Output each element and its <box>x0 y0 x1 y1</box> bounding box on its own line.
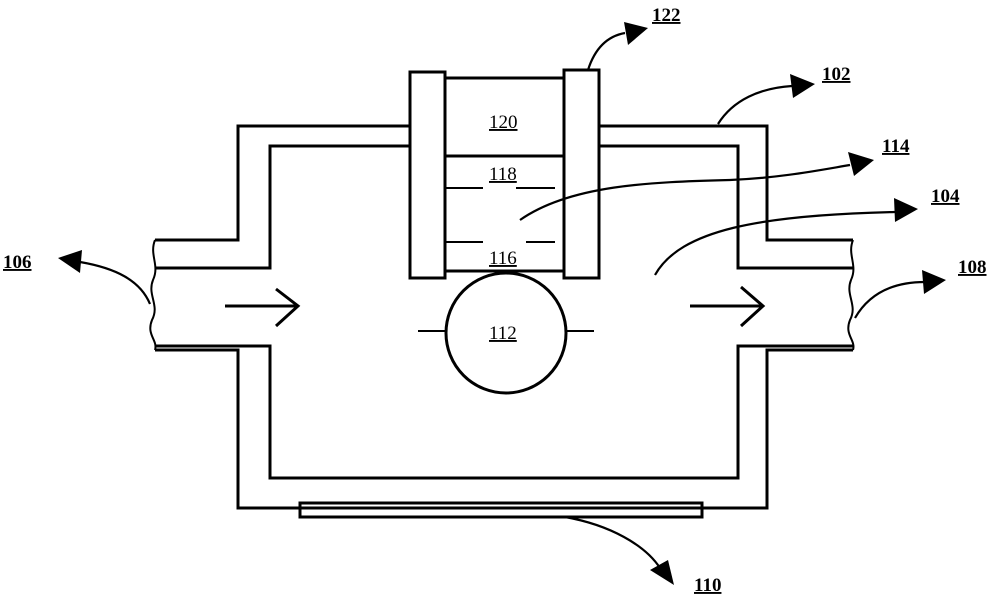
bottom-element-110 <box>298 501 704 519</box>
label-104: 104 <box>931 186 960 207</box>
arrowhead-104 <box>894 198 918 222</box>
housing-outer-wall <box>155 124 853 510</box>
flow-arrow-outlet <box>690 285 766 328</box>
label-106: 106 <box>3 252 32 273</box>
label-102: 102 <box>822 64 851 85</box>
flow-arrow-inlet <box>225 287 301 328</box>
leader-122 <box>586 31 626 71</box>
label-118: 118 <box>489 164 517 185</box>
leader-102 <box>717 84 793 125</box>
label-114: 114 <box>882 136 910 157</box>
arrowhead-106 <box>58 250 82 273</box>
leader-106 <box>79 260 152 305</box>
leader-114 <box>519 163 851 221</box>
label-108: 108 <box>958 257 987 278</box>
leader-108 <box>854 280 926 319</box>
left-plate <box>408 70 447 280</box>
arrowhead-114 <box>848 152 874 176</box>
label-112: 112 <box>489 323 517 344</box>
arrowhead-122 <box>624 22 648 45</box>
label-120: 120 <box>489 112 518 133</box>
label-110: 110 <box>694 575 721 596</box>
circle-112 <box>444 271 568 395</box>
leader-110 <box>564 515 661 569</box>
outlet-break-line <box>847 239 855 351</box>
housing-inner-wall <box>155 144 853 480</box>
inlet-break-line <box>149 239 157 351</box>
label-116: 116 <box>489 248 517 269</box>
label-122: 122 <box>652 5 681 26</box>
arrowhead-110 <box>650 560 674 585</box>
arrowhead-108 <box>922 270 946 294</box>
right-plate <box>562 68 601 280</box>
arrowhead-102 <box>790 74 815 98</box>
leader-104 <box>654 210 896 276</box>
